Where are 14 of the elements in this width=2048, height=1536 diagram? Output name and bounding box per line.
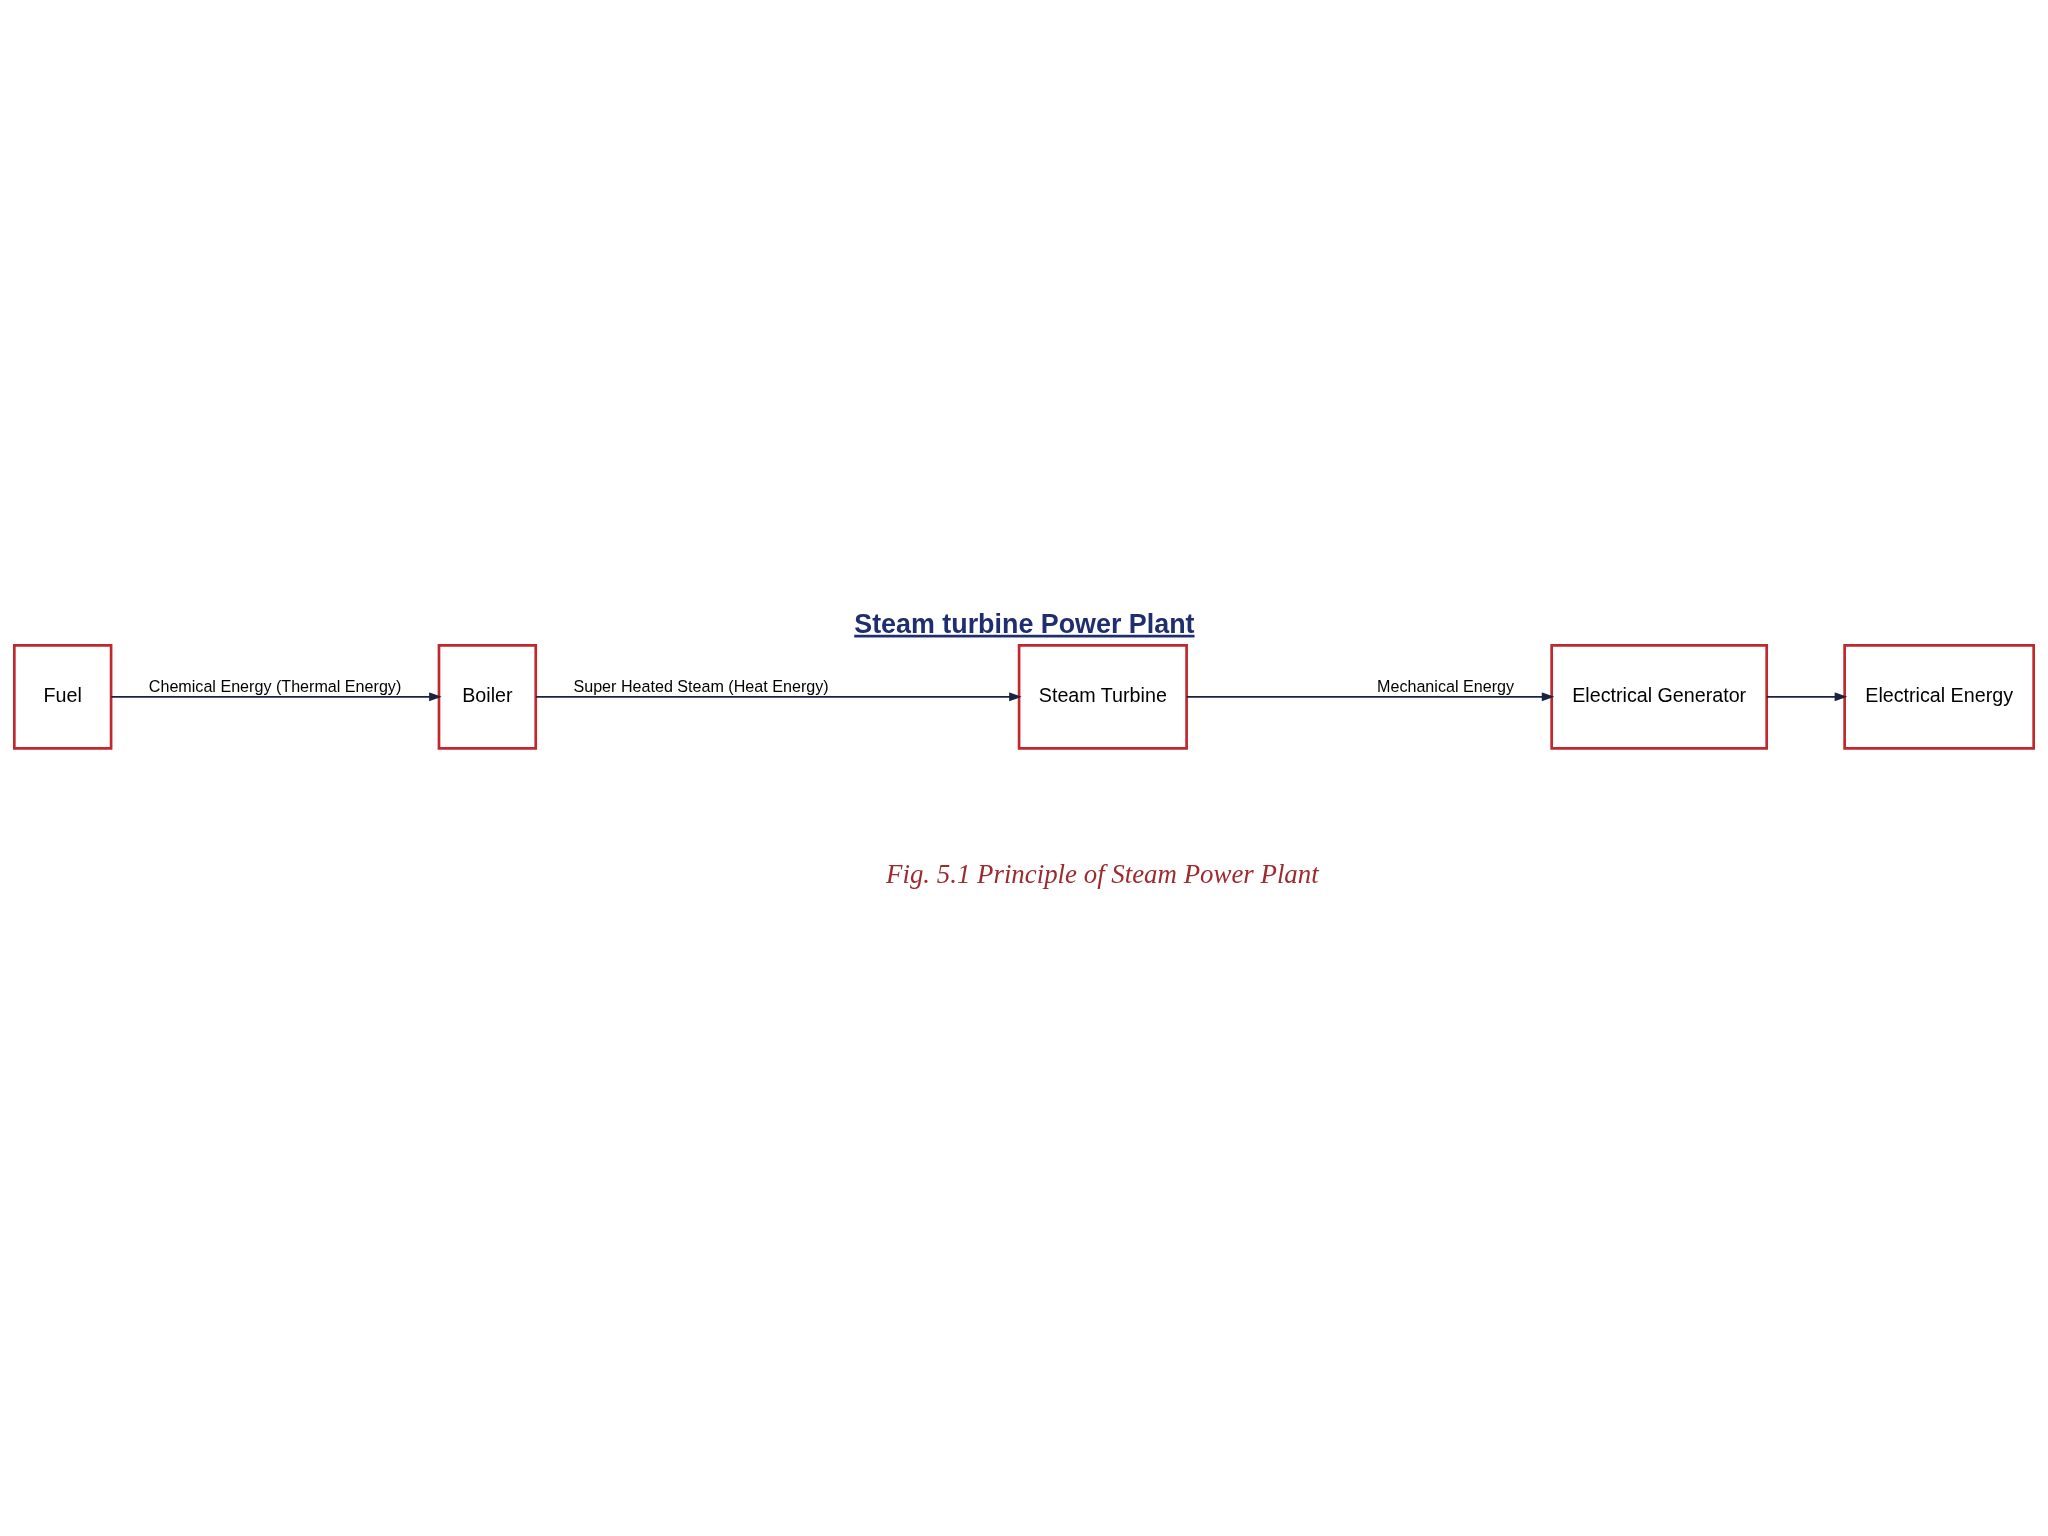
edge-label: Mechanical Energy: [1377, 676, 1515, 695]
node-box: Fuel: [13, 643, 113, 750]
node-box: Boiler: [437, 643, 538, 750]
node-box: Steam Turbine: [1017, 643, 1188, 750]
node-box: Electrical Energy: [1843, 643, 2035, 750]
edge-label: Chemical Energy (Thermal Energy): [148, 676, 402, 695]
arrow: [110, 691, 442, 701]
caption: Fig. 5.1 Principle of Steam Power Plant: [886, 858, 1319, 889]
arrow: [1185, 691, 1555, 701]
diagram-title: Steam turbine Power Plant: [854, 608, 1195, 639]
arrow: [535, 691, 1022, 701]
arrow: [1765, 691, 1848, 701]
node-box: Electrical Generator: [1550, 643, 1769, 750]
edge-label: Super Heated Steam (Heat Energy): [573, 676, 829, 695]
